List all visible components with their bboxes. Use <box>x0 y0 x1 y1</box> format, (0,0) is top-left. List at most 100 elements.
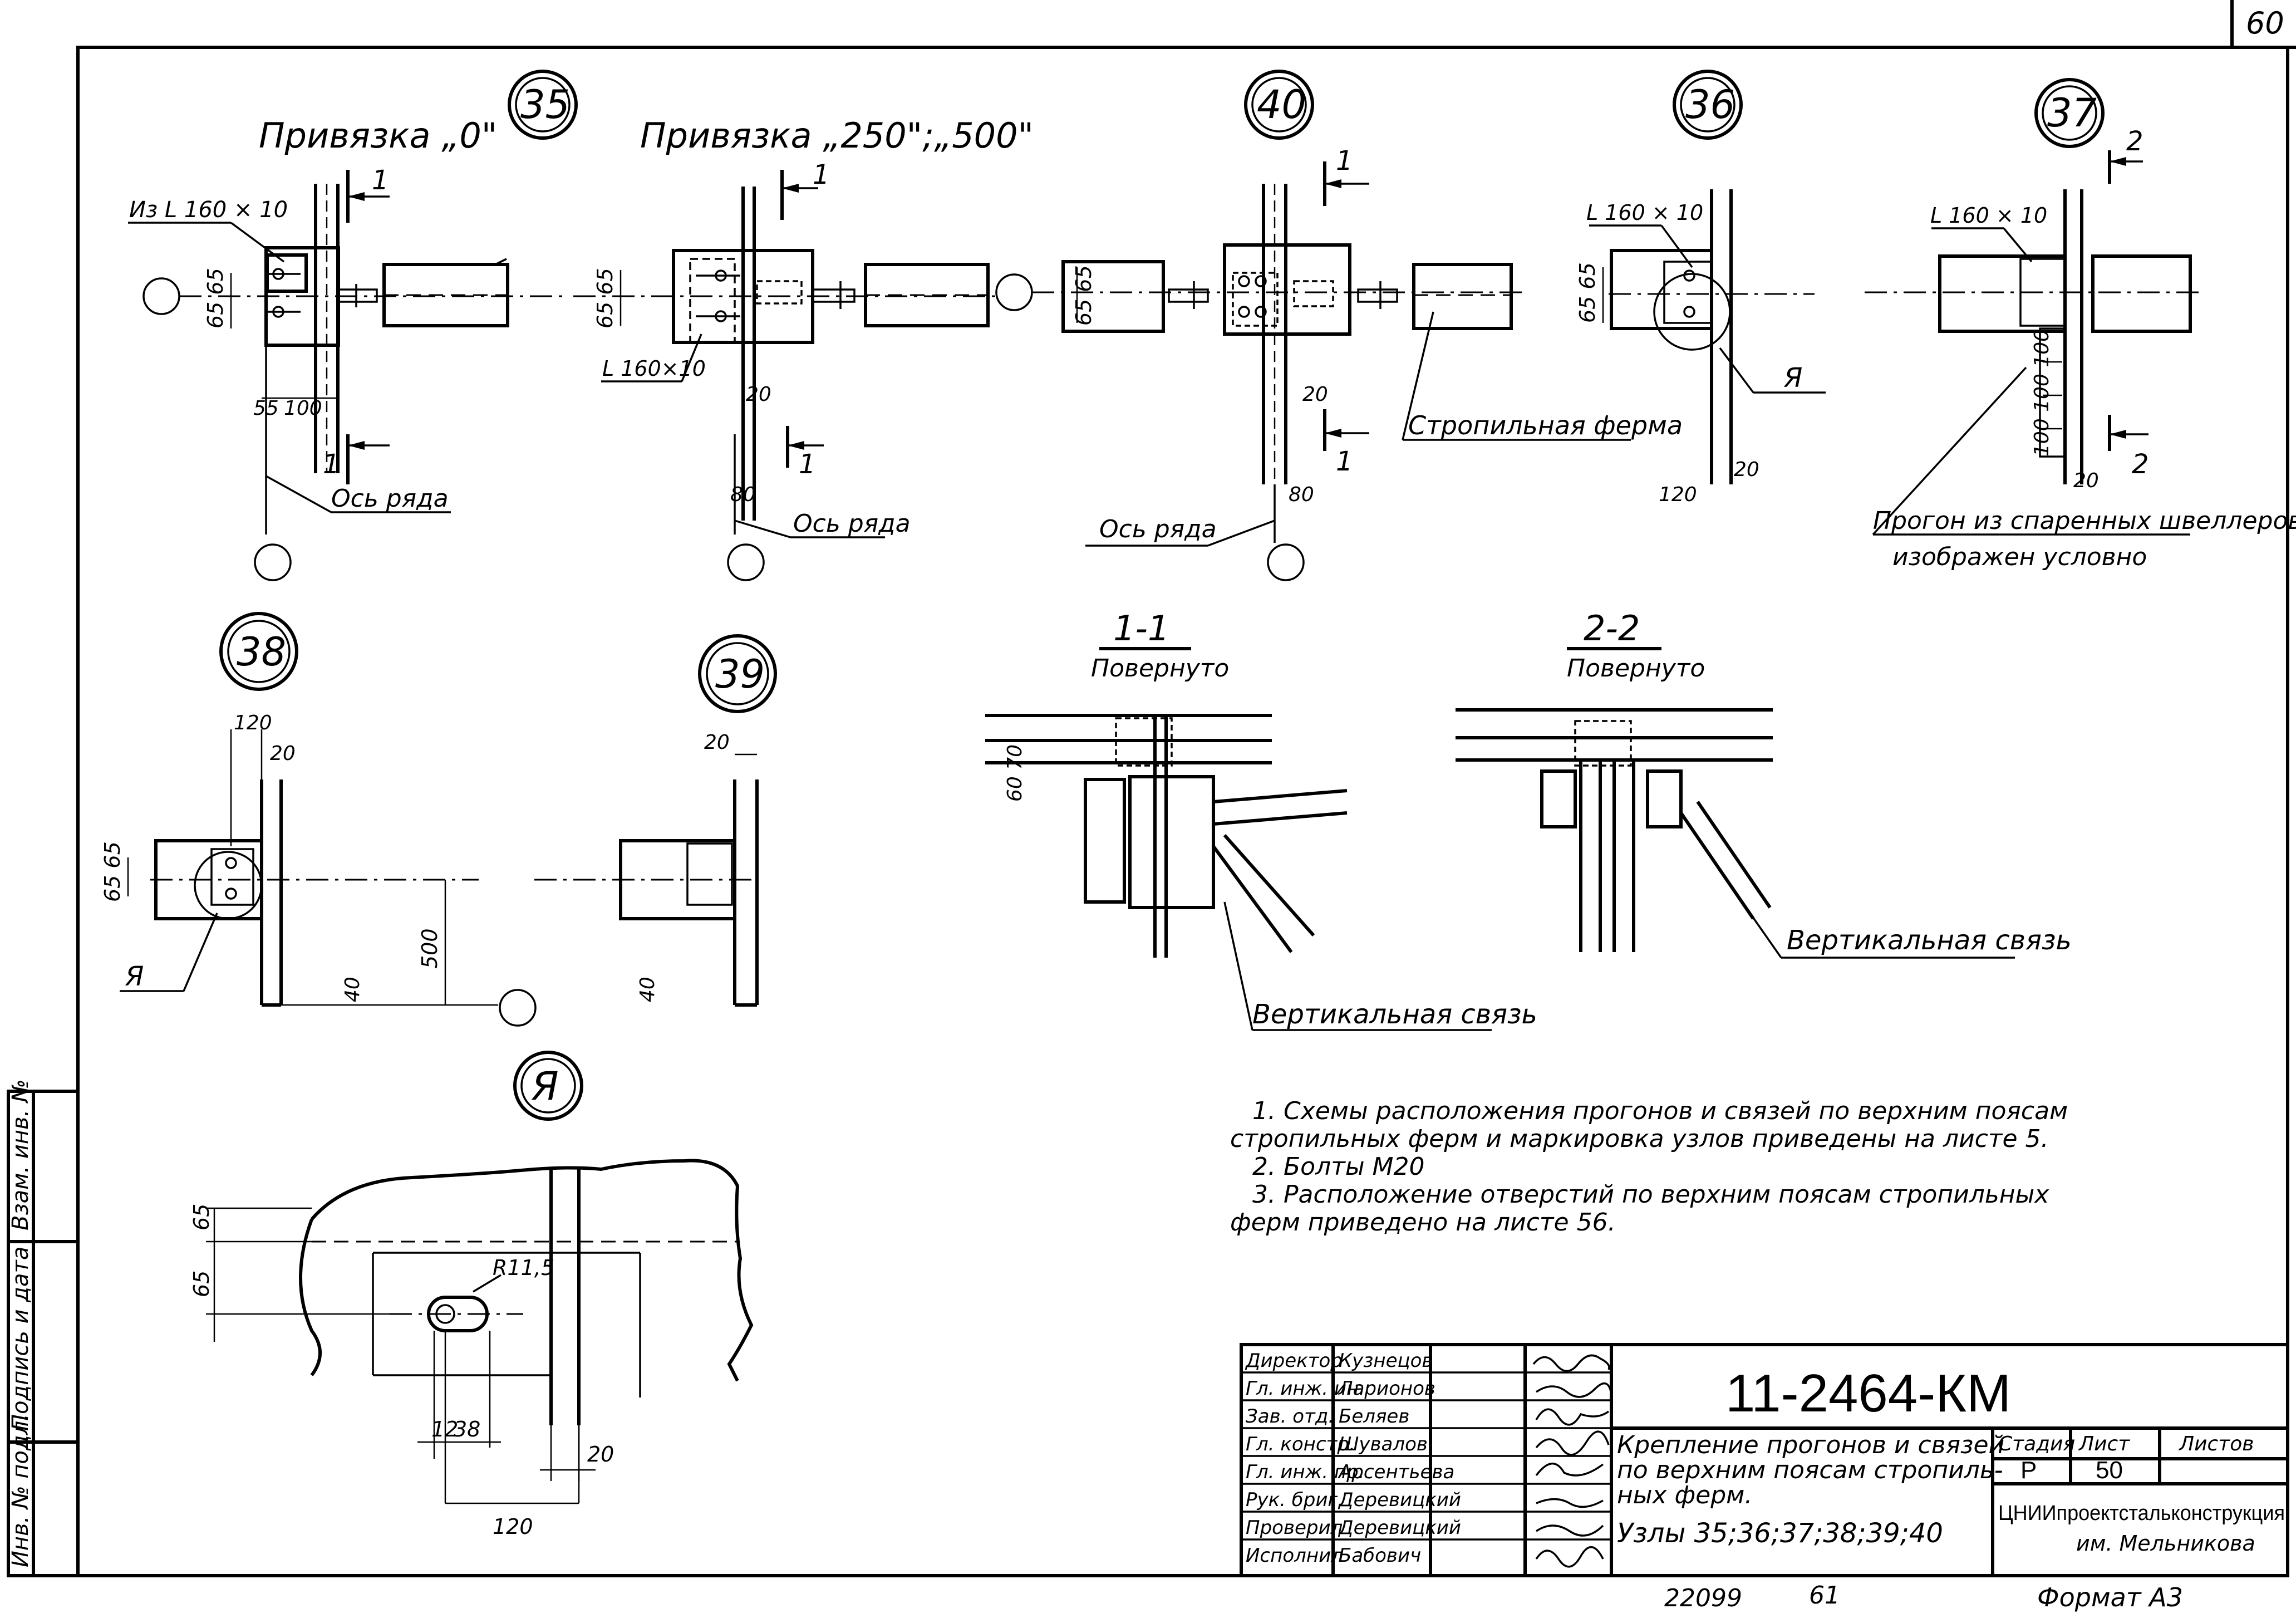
name-4: Арсентьева <box>1338 1461 1454 1483</box>
roles-column: Директор Кузнецов Гл. инж. ин. Ларионов … <box>1245 1350 1461 1567</box>
dim-12: 12 <box>431 1417 458 1441</box>
attach-250-500-title: Привязка „250";„500" <box>640 115 1034 156</box>
footer-num: 61 <box>1809 1581 1840 1610</box>
role-6: Проверил <box>1246 1517 1343 1539</box>
vertical-brace-label-1: Вертикальная связь <box>1252 999 1537 1030</box>
callout-a-36: Я <box>1783 362 1802 394</box>
name-3: Шувалов <box>1339 1433 1428 1455</box>
section-mark-2a: 2 <box>2126 126 2143 157</box>
signatures <box>1532 1354 1612 1568</box>
dim-20-n38: 20 <box>270 742 296 765</box>
dim-20-n37: 20 <box>2073 469 2099 492</box>
section-mark-2b: 2 <box>2132 449 2149 480</box>
node-36-label: 36 <box>1685 82 1735 128</box>
section-1-1-title: 1-1 <box>1113 608 1169 649</box>
node-38-drawing: 38 120 20 65 65 500 40 Я <box>100 612 537 1027</box>
callout-a-38: Я <box>125 961 144 992</box>
title-block: 11-2464-КМ Крепление прогонов и связей п… <box>1240 1343 2289 1577</box>
dim-40-n39: 40 <box>636 977 659 1002</box>
dim-65-65-n40: 65 65 <box>1071 265 1096 326</box>
dim-100x3: 100 100 100 <box>2030 329 2053 457</box>
sheets-label: Листов <box>2178 1433 2254 1455</box>
section-mark-1c: 1 <box>813 159 830 190</box>
general-notes: 1. Схемы расположения прогонов и связей … <box>1230 1097 2068 1237</box>
note-line-1: 1. Схемы расположения прогонов и связей … <box>1252 1097 2068 1125</box>
dim-80-n40: 80 <box>1289 483 1314 506</box>
footer-inv: 22099 <box>1664 1584 1742 1612</box>
note-line-2: стропильных ферм и маркировка узлов прив… <box>1230 1125 2049 1153</box>
node-36-drawing: 36 L 160 × 10 65 65 Я 20 120 <box>1575 70 1826 506</box>
section-mark-1f: 1 <box>1336 446 1353 477</box>
dim-120-detail: 120 <box>493 1514 533 1539</box>
footer-format: Формат А3 <box>2037 1582 2183 1612</box>
stage-label: Стадия <box>1998 1433 2075 1455</box>
dim-20-attach: 20 <box>746 383 771 406</box>
dim-65-bottom: 65 <box>189 1271 214 1297</box>
name-6: Деревицкий <box>1338 1517 1461 1539</box>
dim-65-65-n38: 65 65 <box>100 841 125 902</box>
l160-label-c: L 160 × 10 <box>1930 203 2047 228</box>
dim-r11-5: R11,5 <box>493 1256 554 1280</box>
axis-row-label-1: Ось ряда <box>331 484 449 513</box>
page-number: 60 <box>2246 6 2284 41</box>
dim-65-top: 65 <box>189 1204 214 1230</box>
dim-20-n36: 20 <box>1734 458 1759 481</box>
side-stamp-sign: Подпись и дата <box>8 1247 33 1431</box>
rafter-truss-label: Стропильная ферма <box>1408 410 1683 440</box>
sheet-label: Лист <box>2078 1433 2130 1455</box>
attach-0-title: Привязка „0" <box>259 115 497 156</box>
sheet-value: 50 <box>2096 1457 2123 1484</box>
node-35-label: 35 <box>520 82 570 128</box>
node-40-label: 40 <box>1257 82 1306 128</box>
name-0: Кузнецов <box>1339 1350 1433 1372</box>
name-7: Бабович <box>1339 1544 1421 1567</box>
section-mark-1e: 1 <box>1336 145 1353 176</box>
attach-250-500-drawing: Привязка „250";„500" 1 1 65 65 20 80 L 1… <box>573 115 1034 581</box>
dim-40-n38: 40 <box>341 977 364 1002</box>
role-5: Рук. бриг. <box>1246 1489 1344 1511</box>
dim-100: 100 <box>284 397 322 420</box>
name-5: Деревицкий <box>1338 1489 1461 1511</box>
stage-value: Р <box>2020 1457 2037 1484</box>
node-38-label: 38 <box>237 629 286 675</box>
axis-row-label-2: Ось ряда <box>793 509 911 538</box>
node-39-label: 39 <box>715 651 765 697</box>
section-2-2-drawing: 2-2 Повернуто Вертикальная связь <box>1456 608 2072 959</box>
node-37-drawing: 37 L 160 × 10 2 2 100 100 100 20 Прогон … <box>1865 78 2296 571</box>
purlin-note-1: Прогон из спаренных швеллеров <box>1873 507 2296 535</box>
org-name-2: им. Мельникова <box>2076 1531 2255 1556</box>
dim-38: 38 <box>454 1417 480 1441</box>
purlin-note-2: изображен условно <box>1892 543 2147 571</box>
dim-65-65-n35: 65 65 <box>203 268 228 328</box>
node-39-drawing: 39 20 40 <box>534 634 777 1007</box>
node-40-drawing: 40 65 65 1 1 20 80 Стропильная ферма <box>995 70 1683 581</box>
sheet-frame <box>7 0 2296 1577</box>
role-3: Гл. констр. <box>1246 1433 1355 1455</box>
dim-20-n39: 20 <box>704 731 730 754</box>
role-1: Гл. инж. ин. <box>1246 1377 1365 1400</box>
title-line-4: Узлы 35;36;37;38;39;40 <box>1617 1518 1943 1549</box>
axis-row-label-3: Ось ряда <box>1099 515 1217 543</box>
section-mark-1a: 1 <box>372 165 389 196</box>
side-stamp-replace: Взам. инв. № <box>8 1079 33 1230</box>
name-2: Беляев <box>1339 1405 1409 1428</box>
detail-a-label: Я <box>531 1063 559 1109</box>
side-stamp-inv: Инв. № подл. <box>8 1414 33 1567</box>
iz-l160-label: Из L 160 × 10 <box>129 197 288 223</box>
note-line-3: 2. Болты М20 <box>1252 1153 1425 1181</box>
section-2-2-title: 2-2 <box>1584 608 1640 649</box>
dim-120-n38: 120 <box>234 712 272 734</box>
title-line-2: по верхним поясам стропиль- <box>1617 1456 2003 1484</box>
side-stamp: Инв. № подл. Подпись и дата Взам. инв. № <box>8 1079 33 1567</box>
section-mark-1d: 1 <box>799 449 816 480</box>
title-line-3: ных ферм. <box>1617 1481 1752 1509</box>
role-4: Гл. инж. пр. <box>1246 1461 1364 1483</box>
rotated-label-1: Повернуто <box>1091 654 1229 683</box>
l160-label-b: L 160 × 10 <box>1586 200 1703 225</box>
dim-60-70: 60 70 <box>1004 744 1026 802</box>
detail-a-drawing: Я R11,5 65 65 12 38 20 120 <box>189 1051 754 1539</box>
section-1-1-drawing: 1-1 Повернуто 60 70 Вертикальная связь <box>985 608 1537 1031</box>
node-37-label: 37 <box>2047 90 2097 136</box>
